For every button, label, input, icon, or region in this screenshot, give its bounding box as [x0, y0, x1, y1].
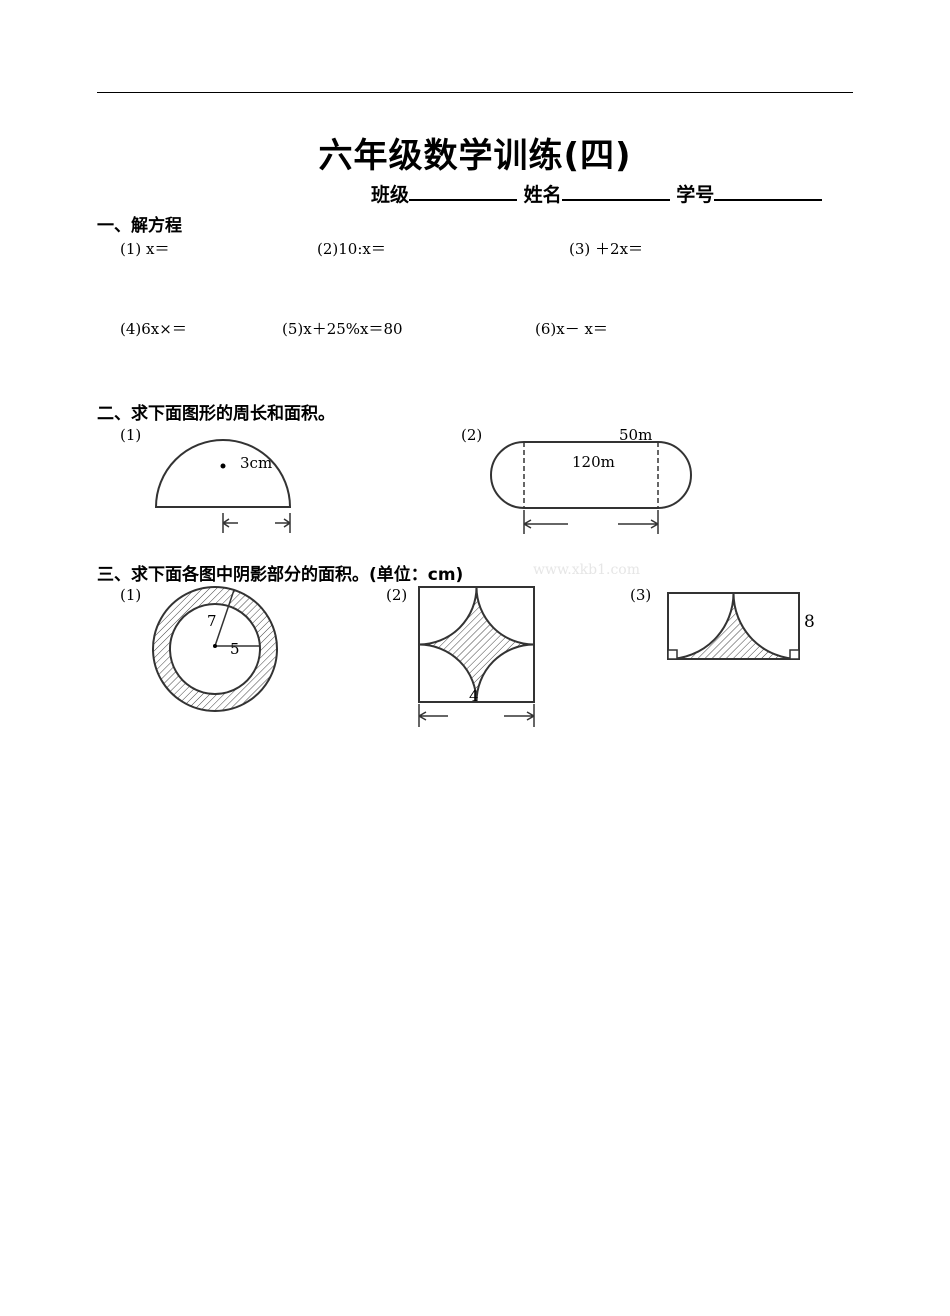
problem-text: ＋2x＝: [595, 240, 644, 258]
rectangle-quarter-circles-figure: [667, 592, 800, 660]
page-title: 六年级数学训练(四): [318, 136, 632, 176]
figure3-2-label: (2): [386, 586, 408, 604]
problem-text: x＝: [146, 240, 170, 258]
problem-3: (3) ＋2x＝: [569, 238, 643, 259]
ring-figure: [152, 586, 279, 712]
watermark: www.xkb1.com: [533, 562, 640, 578]
class-label: 班级: [371, 184, 410, 206]
problem-2: (2)10:x＝: [317, 238, 386, 259]
problem-label: (6): [535, 320, 557, 338]
problem-label: (2): [317, 240, 339, 258]
figure2-1-label: (1): [120, 426, 142, 444]
ring-outer-radius: 7: [207, 612, 217, 630]
problem-text: 6x×＝: [141, 320, 187, 338]
section1-heading: 一、解方程: [97, 216, 182, 236]
stadium-top-dimension: 50m: [619, 426, 653, 444]
stadium-figure: [490, 441, 692, 534]
problem-label: (5): [282, 320, 304, 338]
figure3-1-label: (1): [120, 586, 142, 604]
stadium-inner-dimension: 120m: [572, 453, 615, 471]
info-row: 班级 姓名 学号: [371, 180, 823, 207]
problem-label: (4): [120, 320, 142, 338]
name-field[interactable]: [561, 181, 670, 201]
section3-heading: 三、求下面各图中阴影部分的面积。(单位：cm): [97, 565, 464, 585]
problem-text: 10:x＝: [338, 240, 386, 258]
semicircle-dimension: 3cm: [240, 454, 273, 472]
problem-6: (6)x－ x＝: [535, 318, 608, 339]
problem-5: (5)x＋25%x＝80: [282, 318, 403, 339]
problem-label: (1): [120, 240, 142, 258]
student-id-label: 学号: [676, 184, 715, 206]
problem-label: (3): [569, 240, 591, 258]
square-side-dimension: 4: [469, 687, 479, 705]
header-rule: [97, 92, 853, 93]
semicircle-figure: [154, 439, 292, 533]
problem-4: (4)6x×＝: [120, 318, 187, 339]
name-label: 姓名: [523, 184, 562, 206]
problem-1: (1) x＝: [120, 238, 170, 259]
figure2-2-label: (2): [461, 426, 483, 444]
class-field[interactable]: [409, 181, 518, 201]
ring-inner-radius: 5: [230, 640, 240, 658]
student-id-field[interactable]: [714, 181, 823, 201]
rectangle-height-dimension: 8: [804, 612, 815, 632]
section2-heading: 二、求下面图形的周长和面积。: [97, 404, 335, 424]
problem-text: x＋25%x＝80: [303, 320, 403, 338]
figure3-3-label: (3): [630, 586, 652, 604]
problem-text: x－ x＝: [556, 320, 608, 338]
square-quarter-circles-figure: [418, 586, 535, 727]
